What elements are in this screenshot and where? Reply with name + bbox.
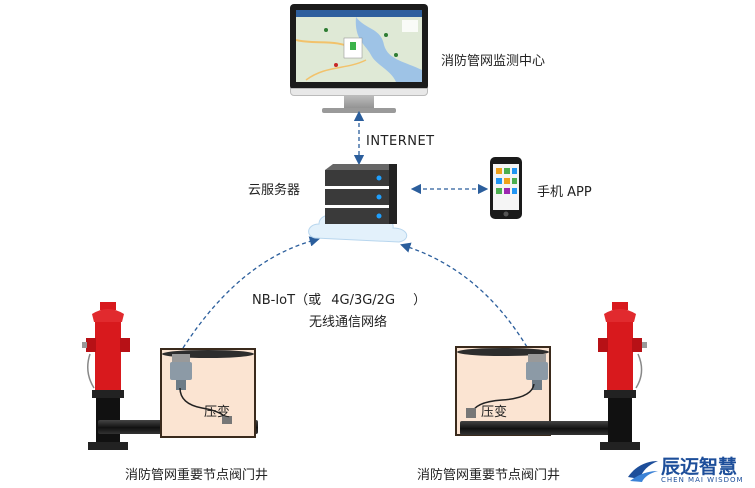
right-pit-opening (457, 348, 549, 356)
monitor-center-label: 消防管网监测中心 (441, 54, 546, 69)
network-line2: 无线通信网络 (309, 315, 388, 330)
right-sensor-cable (466, 384, 535, 418)
right-valve-well-label: 消防管网重要节点阀门井 (417, 468, 561, 483)
brand-subtitle: CHEN MAI WISDOM (661, 476, 744, 484)
right-pipe (460, 421, 620, 435)
brand-name: 辰迈智慧 (661, 456, 738, 478)
left-wireless-arrow (182, 236, 321, 349)
right-wireless-arrow (400, 242, 528, 348)
monitor-chin (290, 88, 428, 96)
phone-icon (490, 157, 522, 219)
mobile-app-label: 手机 APP (537, 185, 592, 200)
brand-logo-icon (628, 461, 658, 482)
network-suffix: ） (413, 293, 427, 308)
cloud-server-label: 云服务器 (248, 183, 301, 198)
left-pressure-label: 压变 (204, 405, 231, 420)
right-hydrant-icon (598, 302, 647, 450)
network-line1: NB-IoT（或 4G/3G/2G ） (252, 289, 426, 308)
monitor-stand (344, 96, 374, 110)
network-prefix: NB-IoT（或 (252, 293, 322, 308)
monitor-screen (296, 10, 422, 82)
monitor-stand-base (322, 108, 396, 113)
cloud-server-icon (308, 164, 408, 243)
internet-label: INTERNET (366, 134, 435, 149)
left-pit-opening (162, 350, 254, 358)
left-valve-well-label: 消防管网重要节点阀门井 (125, 468, 269, 483)
right-pressure-transmitter-icon (526, 354, 548, 390)
left-pressure-transmitter-icon (170, 354, 192, 390)
network-bands: 4G/3G/2G (331, 293, 396, 308)
right-pressure-label: 压变 (481, 405, 508, 420)
left-sensor-cable (179, 388, 232, 424)
